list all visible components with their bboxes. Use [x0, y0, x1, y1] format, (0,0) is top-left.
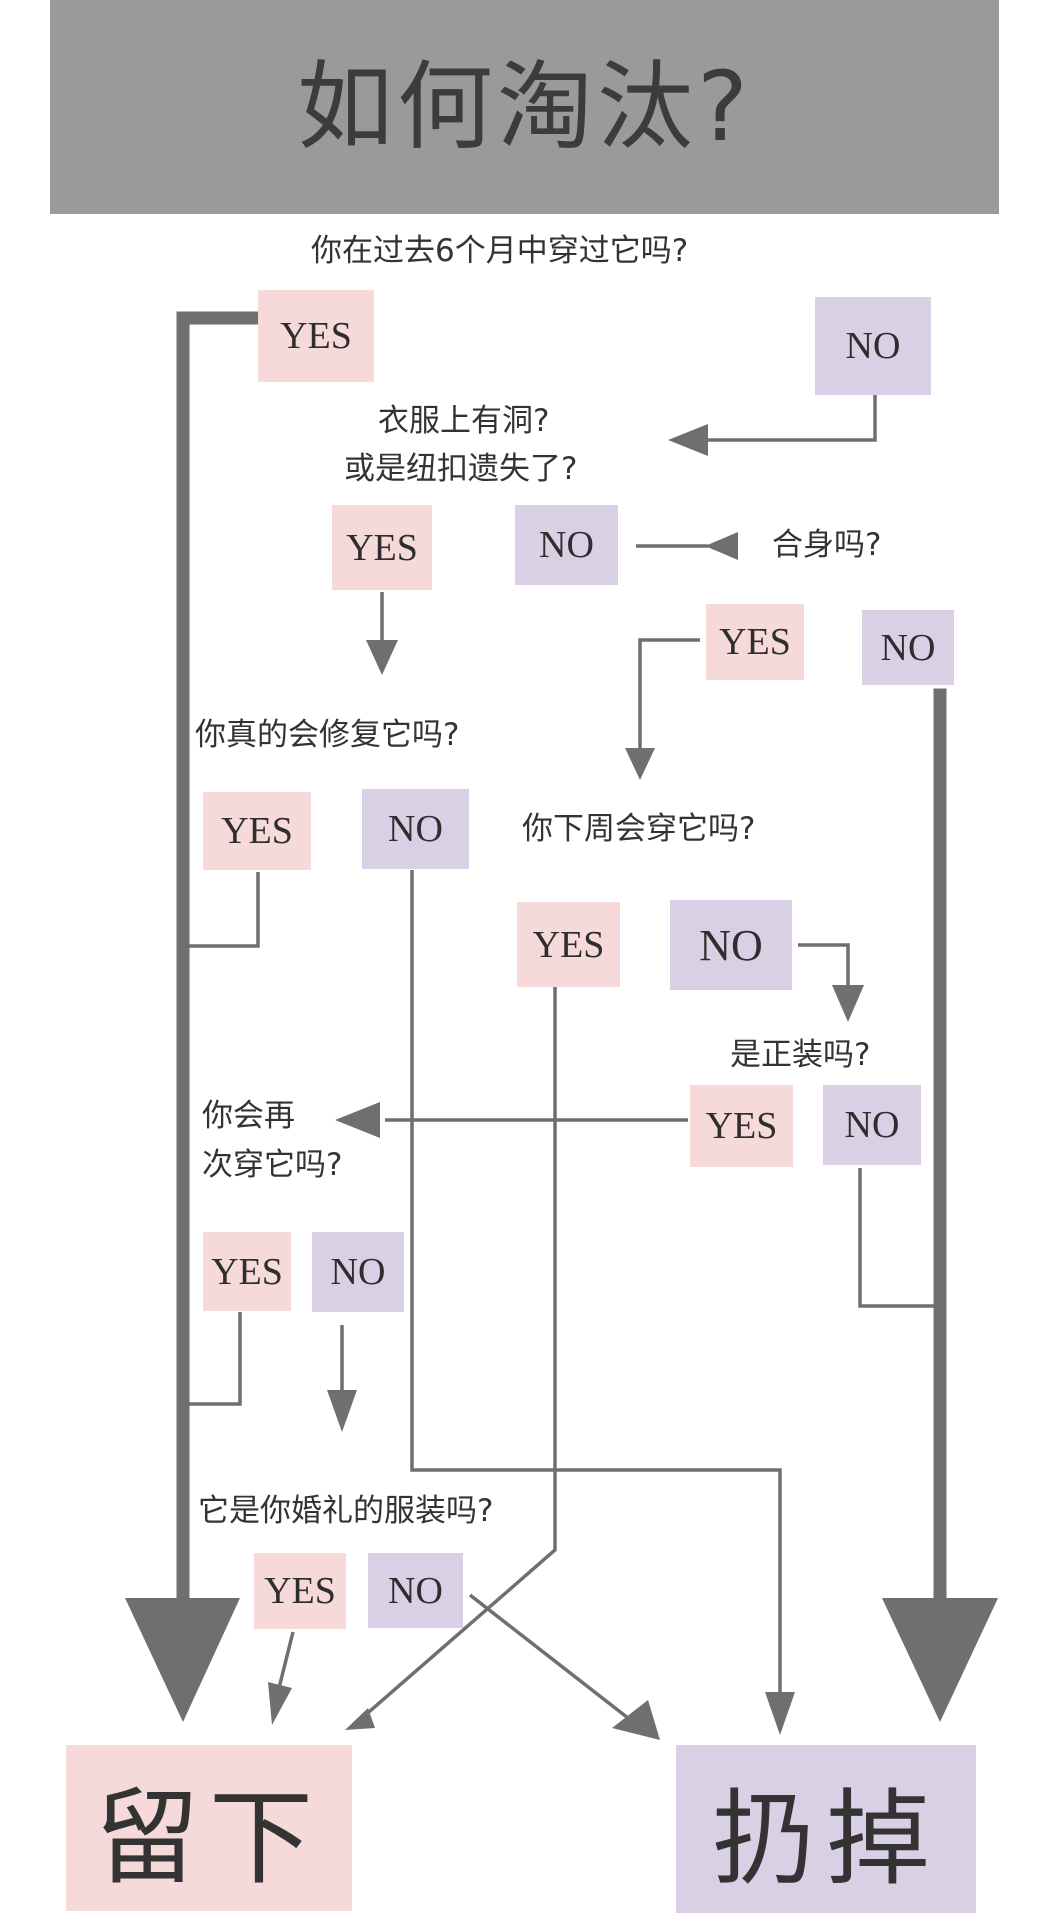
page-title: 如何淘汰?	[297, 51, 752, 163]
keep-big-arrowhead	[125, 1598, 240, 1722]
no1-connector	[705, 395, 877, 442]
arrowhead	[668, 424, 708, 456]
no5-connector	[798, 943, 850, 990]
question-wedding-outfit: 它是你婚礼的服装吗?	[198, 1493, 494, 1529]
yes3-connector	[638, 638, 700, 752]
keep-outcome-box: 留下	[66, 1745, 352, 1911]
no8-connector	[468, 1593, 630, 1720]
q7-yes-box: YES	[203, 1232, 291, 1311]
arrowhead	[335, 1102, 380, 1138]
arrowhead	[625, 748, 655, 780]
title-banner: 如何淘汰?	[50, 0, 999, 214]
question-wear-next-week: 你下周会穿它吗?	[522, 811, 756, 847]
yes4-connector	[183, 872, 260, 948]
arrowhead	[612, 1700, 660, 1740]
q4-yes-box: YES	[203, 792, 311, 870]
question-wear-again-line1: 你会再	[202, 1098, 295, 1134]
discard-big-arrowhead	[882, 1598, 998, 1722]
question-worn-6-months: 你在过去6个月中穿过它吗?	[311, 233, 689, 269]
question-holes-line1: 衣服上有洞?	[378, 403, 550, 439]
q2-no-box: NO	[515, 505, 618, 585]
q5-yes-box: YES	[517, 902, 620, 987]
q3-no-box: NO	[862, 610, 954, 685]
yes5-connector	[360, 985, 557, 1720]
question-fits: 合身吗?	[772, 527, 882, 563]
question-formal: 是正装吗?	[730, 1037, 871, 1073]
q7-no-box: NO	[312, 1232, 404, 1312]
q8-no-box: NO	[368, 1553, 463, 1628]
yes8-connector	[277, 1631, 295, 1689]
arrowhead	[765, 1692, 795, 1735]
q1-yes-box: YES	[258, 290, 374, 382]
no4-connector	[410, 870, 782, 1695]
yes7-connector	[183, 1312, 242, 1406]
q8-yes-box: YES	[254, 1553, 346, 1629]
q4-no-box: NO	[362, 789, 469, 869]
question-holes-line2: 或是纽扣遗失了?	[344, 451, 578, 487]
q6-no-box: NO	[823, 1085, 921, 1165]
q3-yes-box: YES	[706, 604, 804, 680]
keep-trunk-line	[176, 311, 265, 1607]
arrowhead	[705, 532, 738, 560]
question-wear-again-line2: 次穿它吗?	[202, 1147, 343, 1183]
q1-no-box: NO	[815, 297, 931, 395]
discard-outcome-box: 扔掉	[676, 1745, 976, 1913]
arrowhead	[268, 1682, 292, 1725]
q5-no-box: NO	[670, 900, 792, 990]
question-will-repair: 你真的会修复它吗?	[195, 717, 460, 753]
arrowhead	[366, 640, 398, 675]
arrowhead	[327, 1390, 357, 1432]
q2-yes-box: YES	[332, 505, 432, 590]
arrowhead	[345, 1708, 375, 1730]
q6-yes-box: YES	[690, 1085, 793, 1167]
arrowhead	[832, 985, 864, 1022]
no6-connector	[858, 1168, 940, 1308]
